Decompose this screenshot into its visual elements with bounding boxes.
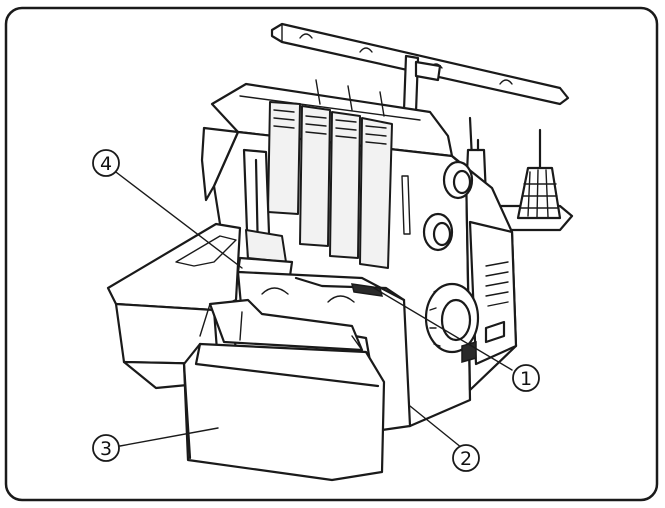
callout-4-label: 4 [100, 153, 112, 175]
thread-cone [516, 128, 562, 220]
trim-trap [182, 298, 386, 482]
diagram-frame [4, 6, 659, 502]
callout-3: 3 [92, 434, 120, 462]
callout-1: 1 [512, 364, 540, 392]
handwheel [424, 282, 480, 354]
callout-1-label: 1 [520, 368, 532, 390]
callout-4: 4 [92, 149, 120, 177]
tension-dials [267, 101, 393, 269]
callout-3-label: 3 [100, 438, 112, 460]
thread-guide-posts [315, 79, 385, 117]
thread-guide-bar [270, 22, 570, 114]
differential-feed-knob [442, 160, 474, 200]
callout-2: 2 [452, 444, 480, 472]
front-cover-slot [401, 175, 411, 235]
leader-line-3 [119, 427, 219, 447]
callout-2-label: 2 [460, 448, 472, 470]
leader-line-2 [409, 405, 463, 449]
leader-line-4 [107, 165, 243, 269]
leader-line-1 [373, 287, 513, 371]
stitch-length-knob [422, 212, 454, 252]
